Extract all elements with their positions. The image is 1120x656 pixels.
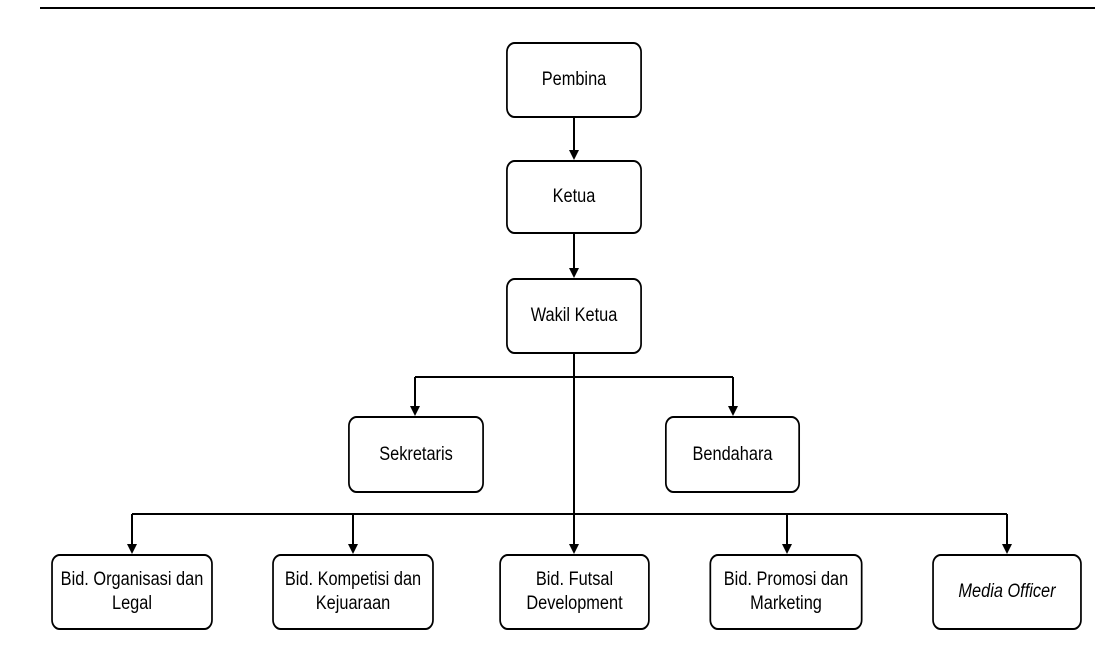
node-ketua: Ketua xyxy=(506,160,642,234)
node-bendahara: Bendahara xyxy=(664,416,801,493)
node-bendahara-label: Bendahara xyxy=(692,443,773,465)
node-bid-futsal-label: Bid. Futsal Development xyxy=(526,569,623,614)
node-bid-promosi-label: Bid. Promosi dan Marketing xyxy=(723,569,849,614)
node-bid-organisasi: Bid. Organisasi dan Legal xyxy=(51,554,213,630)
node-media-officer-label: Media Officer xyxy=(958,581,1056,603)
node-bid-kompetisi: Bid. Kompetisi dan Kejuaraan xyxy=(272,554,434,630)
node-media-officer: Media Officer xyxy=(932,554,1082,630)
node-pembina-label: Pembina xyxy=(541,69,607,91)
node-wakil-ketua-label: Wakil Ketua xyxy=(530,305,618,327)
node-bid-futsal: Bid. Futsal Development xyxy=(499,554,650,630)
node-bid-organisasi-label: Bid. Organisasi dan Legal xyxy=(60,569,204,614)
node-bid-promosi: Bid. Promosi dan Marketing xyxy=(709,554,863,630)
node-wakil-ketua: Wakil Ketua xyxy=(506,278,642,354)
node-sekretaris: Sekretaris xyxy=(348,416,484,493)
node-ketua-label: Ketua xyxy=(552,186,596,208)
node-sekretaris-label: Sekretaris xyxy=(379,443,453,465)
node-bid-kompetisi-label: Bid. Kompetisi dan Kejuaraan xyxy=(284,569,422,614)
node-pembina: Pembina xyxy=(506,42,642,118)
